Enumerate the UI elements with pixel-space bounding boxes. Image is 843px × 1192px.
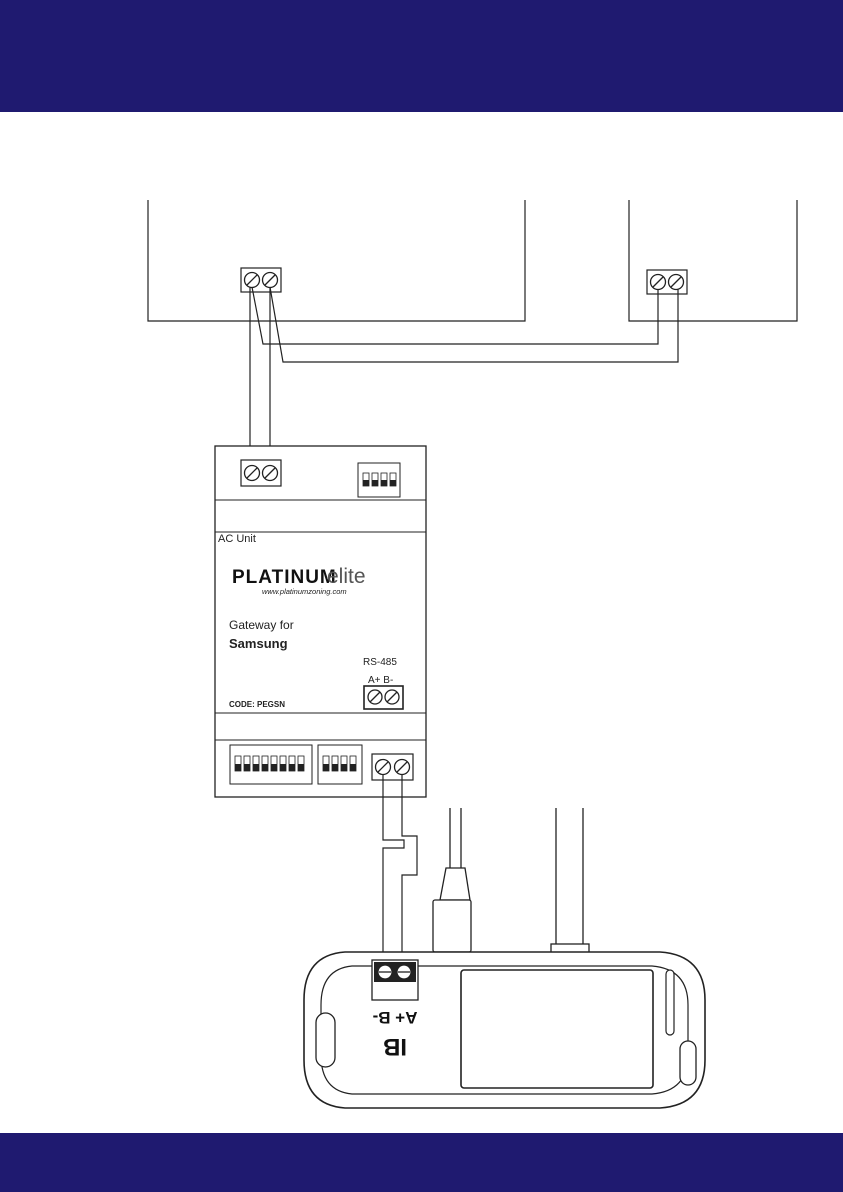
- gateway-module: AC Unit PLATINUM elite www.platinumzonin…: [215, 446, 426, 797]
- dip-switch-4: [358, 463, 400, 497]
- gateway-for-label: Gateway for: [229, 618, 294, 632]
- rs485-pins-label: A+ B-: [368, 675, 393, 686]
- indoor-unit-2: [629, 200, 797, 321]
- rs485-label: RS-485: [363, 657, 397, 668]
- controller-bus-label: IB: [383, 1033, 407, 1060]
- power-cable: [433, 808, 471, 952]
- footer-band: [0, 1133, 843, 1192]
- ac-unit-label: AC Unit: [218, 533, 256, 545]
- dip-switch-8: [230, 745, 312, 784]
- brand-logo-light: elite: [327, 565, 366, 588]
- indoor-unit-1: [148, 200, 525, 321]
- network-cable: [551, 808, 589, 953]
- bus-wires: [250, 287, 678, 466]
- manufacturer-label: Samsung: [229, 636, 288, 651]
- controller-device: A+ B- IB: [304, 952, 705, 1108]
- controller-pins-label: A+ B-: [373, 1008, 418, 1027]
- product-code: CODE: PEGSN: [229, 700, 285, 709]
- dip-switch-4-bottom: [318, 745, 362, 784]
- brand-logo-bold: PLATINUM: [232, 567, 337, 588]
- website-label: www.platinumzoning.com: [262, 587, 347, 596]
- controller-wires: [383, 774, 417, 970]
